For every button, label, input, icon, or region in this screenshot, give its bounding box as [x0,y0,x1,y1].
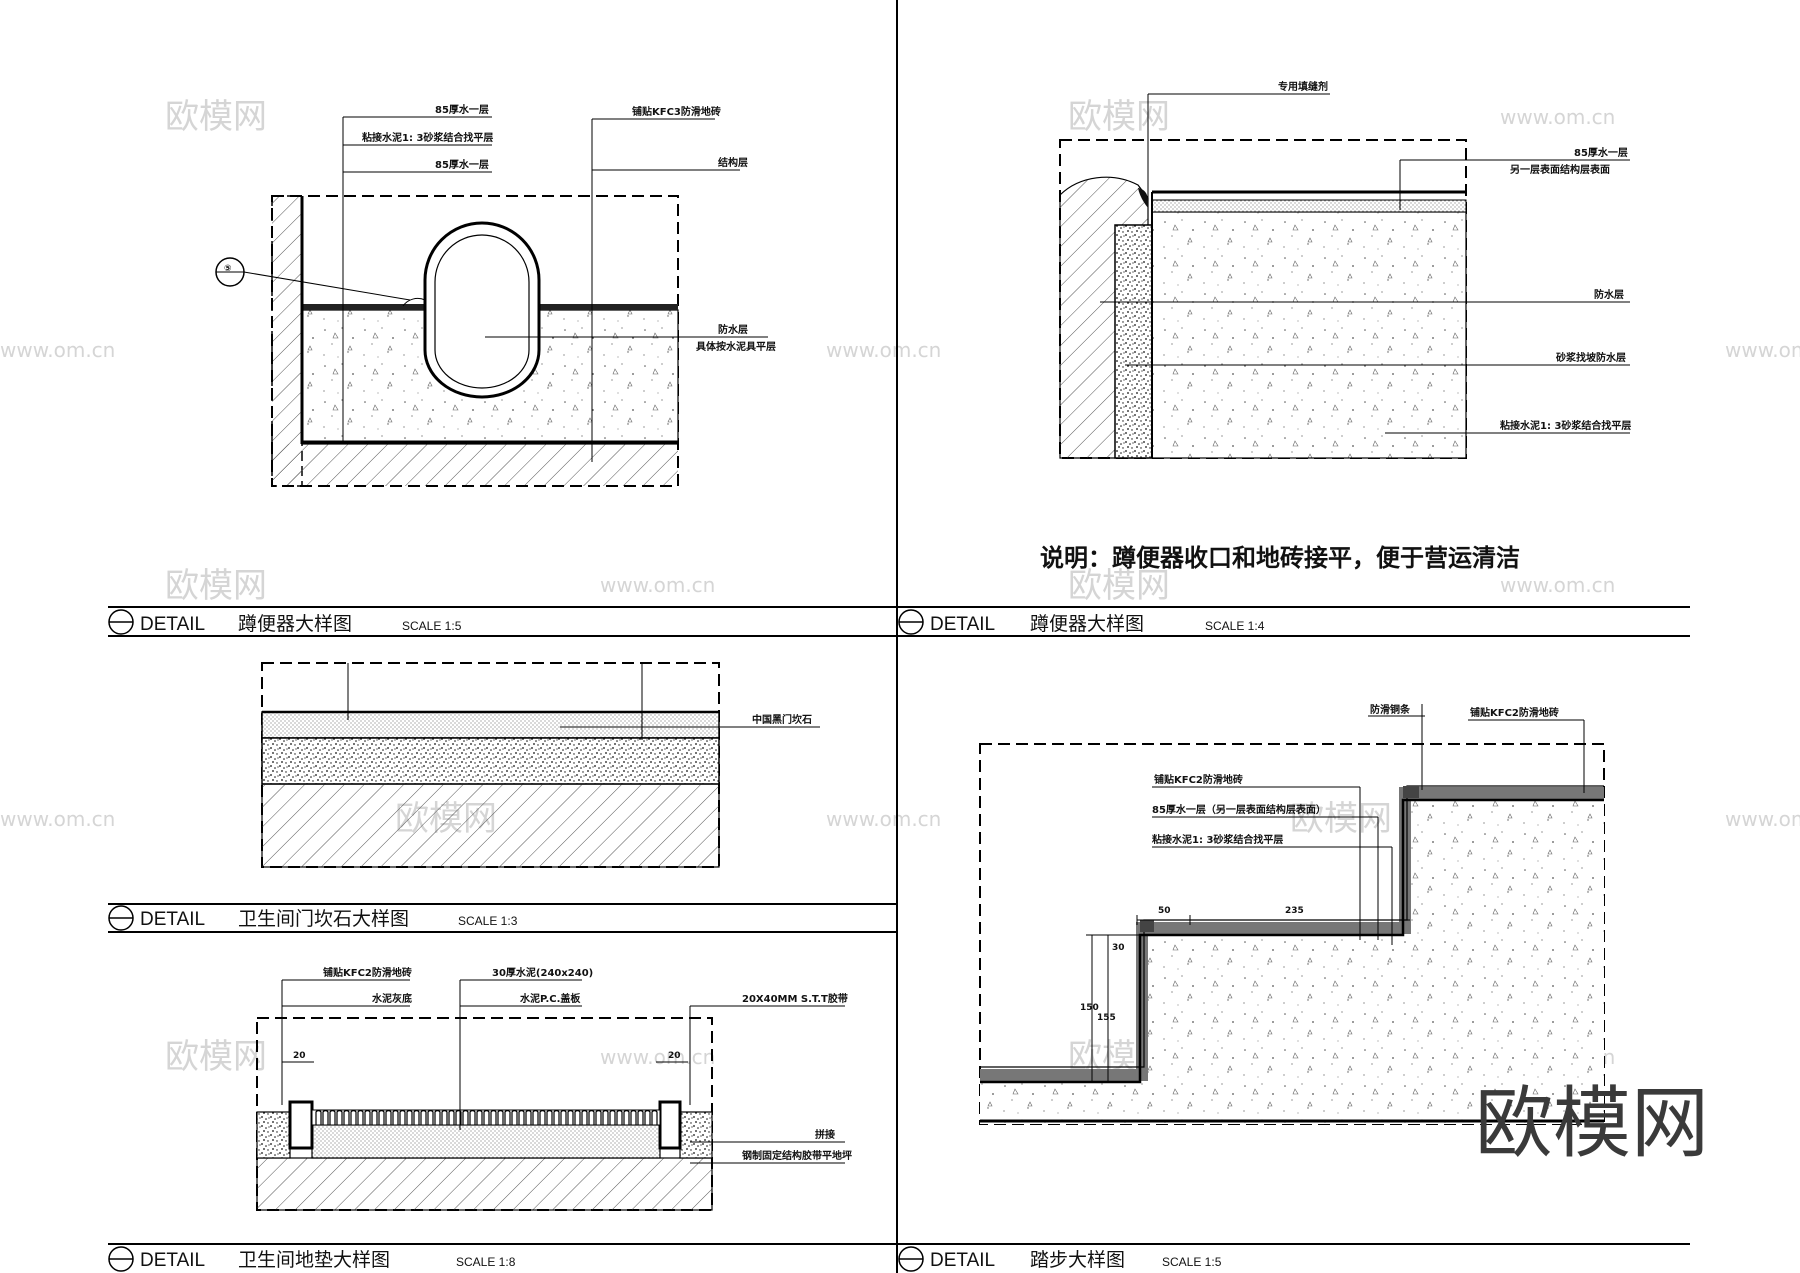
label-mortar-bed: 粘接水泥1: 3砂浆结合找平层 [1152,833,1283,846]
detail-threshold-stone: 中国黑门坎石 [261,662,820,868]
dim-nosing: 50 [1158,906,1171,916]
detail-title: 卫生间地垫大样图 [238,1249,390,1271]
label-slope-layer: 砂浆找坡防水层 [1555,351,1626,364]
watermark-url: www.om.cn [600,573,715,597]
watermark-url: www.om.cn [600,1045,715,1069]
detail-note: 说明：蹲便器收口和地砖接平，便于营运清洁 [1040,543,1520,572]
detail-scale: SCALE 1:5 [1162,1255,1222,1269]
label-mat: 30厚水泥(240x240) [492,966,593,979]
dim-tread: 235 [1285,906,1304,916]
label-waterproof-2: 85厚水一层 [435,158,489,171]
detail-prefix: DETAIL [140,614,205,635]
watermark-url: www.om.cn [0,338,115,362]
detail-title: 蹲便器大样图 [238,613,352,635]
watermark-logo: 欧模网 [165,1037,267,1077]
label-mortar-bed: 粘接水泥1: 3砂浆结合找平层 [1500,419,1631,432]
label-tape: 20X40MM S.T.T胶带 [742,992,848,1005]
dim-top: 30 [1112,943,1125,953]
label-fixing: 钢制固定结构胶带平地坪 [742,1149,852,1162]
detail-prefix: DETAIL [140,1250,205,1271]
label-tile: 铺贴KFC2防滑地砖 [323,966,412,979]
detail-title: 卫生间门坎石大样图 [238,908,409,930]
label-tile-lower: 铺贴KFC2防滑地砖 [1154,773,1243,786]
detail-scale: SCALE 1:4 [1205,619,1265,633]
dim-left: 20 [293,1051,306,1061]
watermark-logo: 欧模网 [1068,97,1170,137]
label-tile-upper: 铺贴KFC2防滑地砖 [1470,706,1559,719]
dim-riser-1: 150 [1080,1003,1099,1013]
label-waterproof-layer: 防水层 [718,323,748,336]
label-waterproof: 85厚水一层 [1574,146,1628,159]
watermark-url: www.om.cn [826,338,941,362]
detail-squat-toilet-1-5: ⑤ 85厚水一层 粘接水泥1: 3砂浆结合找平层 85厚水一层 铺贴KFC3防滑… [215,103,776,487]
title-bar-detail-1: DETAIL 蹲便器大样图 SCALE 1:5 [108,609,462,635]
title-bar-detail-2: DETAIL 蹲便器大样图 SCALE 1:4 [898,609,1265,635]
label-cement-base: 水泥灰底 [371,992,412,1005]
detail-title: 踏步大样图 [1030,1249,1125,1271]
label-leveling: 具体按水泥具平层 [695,340,776,353]
watermark-url: www.om.cn [1725,807,1800,831]
label-threshold: 中国黑门坎石 [752,713,812,726]
detail-prefix: DETAIL [930,1250,995,1271]
label-joint: 拼接 [815,1128,835,1141]
detail-scale: SCALE 1:3 [458,914,518,928]
watermark-logo: 欧模网 [1068,566,1170,606]
detail-squat-toilet-1-4: 专用填缝剂 85厚水一层 另一层表面结构层表面 防水层 砂浆找坡防水层 粘接水泥… [1040,80,1631,572]
callout-marker: ⑤ [224,264,232,274]
brand-watermark: 欧模网 [1475,1079,1709,1169]
dim-right: 20 [668,1051,681,1061]
detail-prefix: DETAIL [930,614,995,635]
label-waterproof-1: 85厚水一层 [435,103,489,116]
label-waterproof: 85厚水一层（另一层表面结构层表面） [1152,803,1326,816]
detail-prefix: DETAIL [140,909,205,930]
label-tile: 铺贴KFC3防滑地砖 [632,105,721,118]
watermark-logo: 欧模网 [165,97,267,137]
watermark-url: www.om.cn [0,807,115,831]
detail-title: 蹲便器大样图 [1030,613,1144,635]
label-nosing: 防滑铜条 [1370,703,1411,716]
detail-scale: SCALE 1:8 [456,1255,516,1269]
title-bar-detail-5: DETAIL 踏步大样图 SCALE 1:5 [898,1246,1222,1272]
label-mortar-bed: 粘接水泥1: 3砂浆结合找平层 [362,131,493,144]
label-sealant: 专用填缝剂 [1278,80,1328,93]
watermark-url: www.om.cn [1500,573,1615,597]
dim-riser-2: 155 [1097,1013,1116,1023]
sheet-frame [108,0,1690,1273]
watermark-url: www.om.cn [826,807,941,831]
title-bar-detail-4: DETAIL 卫生间地垫大样图 SCALE 1:8 [108,1246,516,1272]
label-cover: 水泥P.C.盖板 [519,992,581,1005]
label-structure: 结构层 [718,156,748,169]
detail-scale: SCALE 1:5 [402,619,462,633]
watermark-url: www.om.cn [1725,338,1800,362]
detail-stair-step: 防滑铜条 铺贴KFC2防滑地砖 铺贴KFC2防滑地砖 85厚水一层（另一层表面结… [979,703,1605,1125]
detail-floor-mat: 铺贴KFC2防滑地砖 水泥灰底 30厚水泥(240x240) 水泥P.C.盖板 … [256,966,852,1211]
watermark-url: www.om.cn [1500,105,1615,129]
label-surface: 另一层表面结构层表面 [1510,163,1610,176]
label-waterproof-layer: 防水层 [1594,288,1624,301]
watermark-logo: 欧模网 [165,566,267,606]
title-bar-detail-3: DETAIL 卫生间门坎石大样图 SCALE 1:3 [108,905,518,931]
watermark-logo: 欧模网 [1290,799,1392,839]
